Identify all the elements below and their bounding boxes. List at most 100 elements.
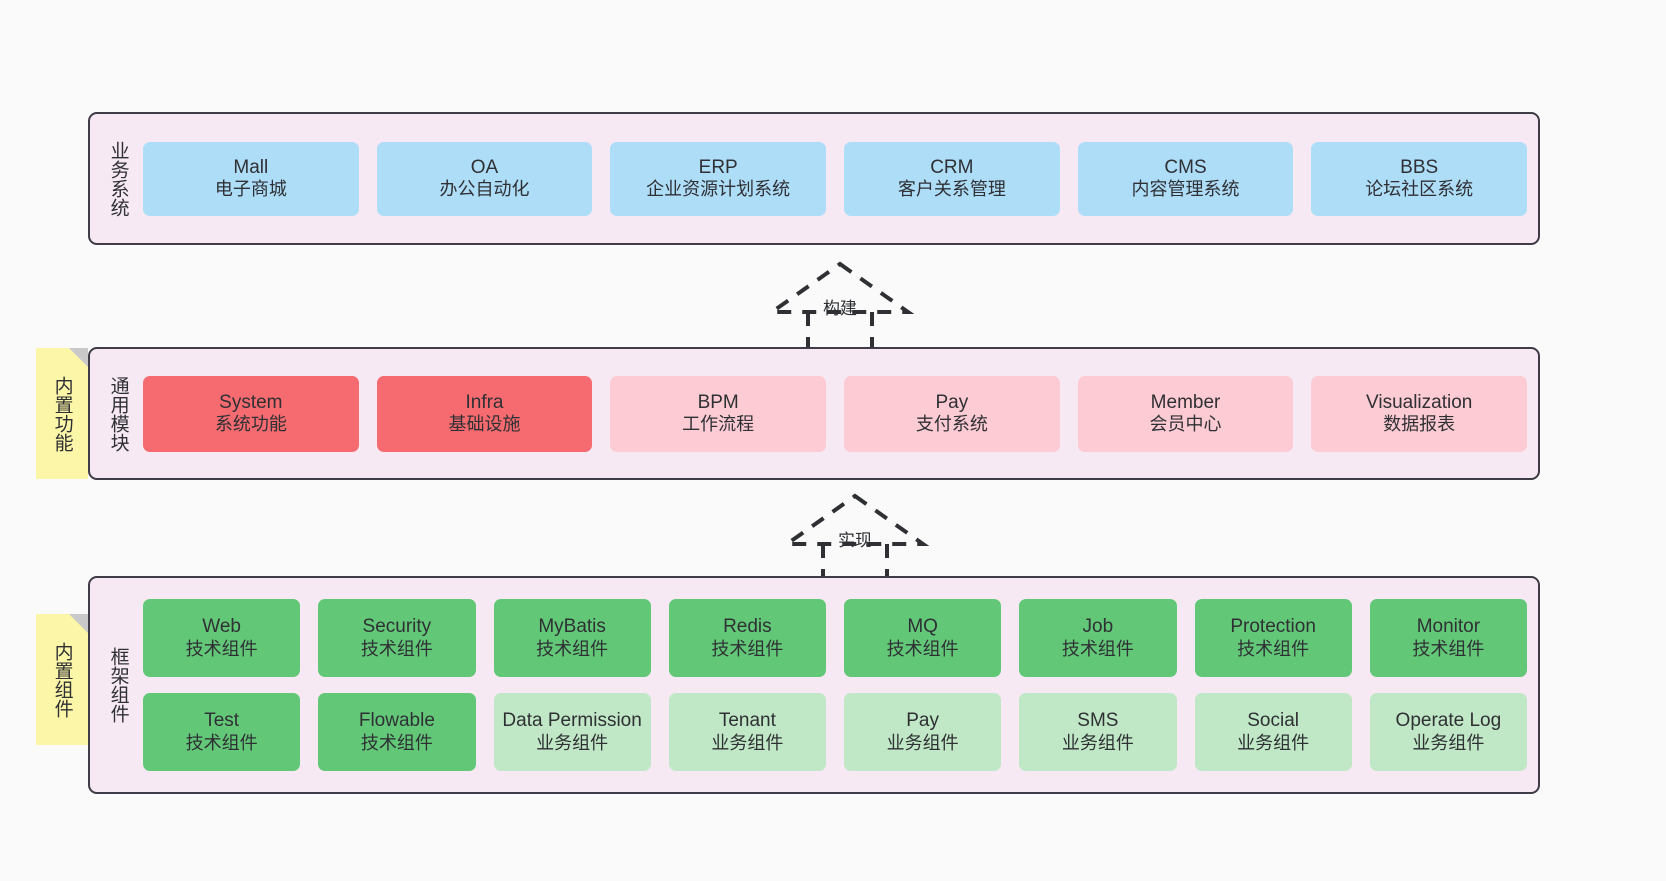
card-crm[interactable]: CRM 客户关系管理 bbox=[844, 141, 1060, 216]
card-pay[interactable]: Pay 支付系统 bbox=[844, 375, 1060, 452]
sticky-fold-corner-icon bbox=[69, 614, 88, 633]
card-title: Flowable bbox=[358, 710, 435, 732]
card-title: Test bbox=[204, 710, 240, 732]
layer-title-business: 业务系统 bbox=[107, 140, 129, 217]
card-title: Protection bbox=[1230, 616, 1316, 638]
card-subtitle: 工作流程 bbox=[682, 414, 755, 435]
card-subtitle: 业务组件 bbox=[1237, 732, 1310, 753]
card-title: Visualization bbox=[1366, 391, 1473, 413]
sticky-note-builtin-components: 内置组件 bbox=[36, 614, 88, 745]
card-subtitle: 论坛社区系统 bbox=[1365, 179, 1474, 200]
card-bbs[interactable]: BBS 论坛社区系统 bbox=[1311, 141, 1528, 216]
sticky-fold-corner-icon bbox=[69, 348, 88, 367]
generalization-arrowhead-icon bbox=[765, 261, 915, 314]
layer-common-modules: 通用模块 System 系统功能 Infra 基础设施 BPM 工作流程 Pay… bbox=[88, 347, 1540, 480]
card-pay-component[interactable]: Pay 业务组件 bbox=[844, 693, 1002, 771]
card-row: Mall 电子商城 OA 办公自动化 ERP 企业资源计划系统 CRM 客户关系… bbox=[143, 141, 1528, 216]
card-subtitle: 电子商城 bbox=[214, 179, 287, 200]
card-title: Pay bbox=[935, 391, 969, 413]
card-title: System bbox=[219, 391, 283, 413]
card-sms[interactable]: SMS 业务组件 bbox=[1019, 693, 1177, 771]
card-subtitle: 业务组件 bbox=[711, 732, 784, 753]
card-title: ERP bbox=[698, 156, 738, 178]
card-monitor[interactable]: Monitor 技术组件 bbox=[1369, 599, 1527, 677]
card-mq[interactable]: MQ 技术组件 bbox=[844, 599, 1002, 677]
card-title: Pay bbox=[906, 710, 939, 732]
layer-title-frame: 框架组件 bbox=[107, 647, 129, 723]
card-job[interactable]: Job 技术组件 bbox=[1019, 599, 1177, 677]
card-subtitle: 会员中心 bbox=[1149, 414, 1222, 435]
card-subtitle: 技术组件 bbox=[886, 638, 959, 659]
card-subtitle: 业务组件 bbox=[1412, 732, 1485, 753]
card-subtitle: 客户关系管理 bbox=[897, 179, 1006, 200]
card-data-permission[interactable]: Data Permission 业务组件 bbox=[493, 693, 651, 771]
card-title: CRM bbox=[930, 156, 974, 178]
card-bpm[interactable]: BPM 工作流程 bbox=[610, 375, 827, 452]
card-subtitle: 内容管理系统 bbox=[1131, 179, 1240, 200]
card-title: CMS bbox=[1164, 156, 1207, 178]
card-infra[interactable]: Infra 基础设施 bbox=[376, 375, 593, 452]
card-row: Test 技术组件 Flowable 技术组件 Data Permission … bbox=[143, 693, 1527, 771]
card-subtitle: 基础设施 bbox=[448, 414, 521, 435]
card-flowable[interactable]: Flowable 技术组件 bbox=[318, 693, 476, 771]
layer-title-common: 通用模块 bbox=[107, 375, 129, 452]
card-system[interactable]: System 系统功能 bbox=[143, 375, 359, 452]
card-title: BBS bbox=[1400, 156, 1439, 178]
connector-label-build: 构建 bbox=[823, 299, 857, 318]
card-mybatis[interactable]: MyBatis 技术组件 bbox=[493, 599, 651, 677]
card-subtitle: 办公自动化 bbox=[439, 179, 530, 200]
card-social[interactable]: Social 业务组件 bbox=[1194, 693, 1352, 771]
card-title: Monitor bbox=[1416, 616, 1481, 638]
card-subtitle: 技术组件 bbox=[185, 732, 258, 753]
card-title: SMS bbox=[1077, 710, 1119, 732]
card-title: Web bbox=[202, 616, 241, 638]
card-row: Web 技术组件 Security 技术组件 MyBatis 技术组件 Redi… bbox=[143, 599, 1527, 677]
card-test[interactable]: Test 技术组件 bbox=[143, 693, 301, 771]
card-title: Redis bbox=[723, 616, 772, 638]
card-security[interactable]: Security 技术组件 bbox=[318, 599, 476, 677]
card-title: MyBatis bbox=[538, 616, 606, 638]
card-subtitle: 企业资源计划系统 bbox=[646, 179, 791, 200]
card-title: Social bbox=[1247, 710, 1299, 732]
card-erp[interactable]: ERP 企业资源计划系统 bbox=[610, 141, 827, 216]
card-subtitle: 技术组件 bbox=[711, 638, 784, 659]
card-operate-log[interactable]: Operate Log 业务组件 bbox=[1369, 693, 1527, 771]
card-subtitle: 技术组件 bbox=[1412, 638, 1485, 659]
card-title: Mall bbox=[233, 156, 269, 178]
card-redis[interactable]: Redis 技术组件 bbox=[668, 599, 826, 677]
generalization-arrowhead-icon bbox=[780, 493, 930, 546]
card-subtitle: 系统功能 bbox=[214, 414, 287, 435]
card-subtitle: 技术组件 bbox=[360, 638, 433, 659]
card-oa[interactable]: OA 办公自动化 bbox=[376, 141, 593, 216]
layer-business-systems: 业务系统 Mall 电子商城 OA 办公自动化 ERP 企业资源计划系统 CRM… bbox=[88, 112, 1540, 245]
card-subtitle: 技术组件 bbox=[360, 732, 433, 753]
card-subtitle: 业务组件 bbox=[1061, 732, 1134, 753]
card-subtitle: 技术组件 bbox=[1237, 638, 1310, 659]
connector-implement: 实现 bbox=[775, 490, 935, 582]
card-title: BPM bbox=[697, 391, 739, 413]
card-cms[interactable]: CMS 内容管理系统 bbox=[1077, 141, 1294, 216]
card-subtitle: 业务组件 bbox=[536, 732, 609, 753]
card-subtitle: 技术组件 bbox=[536, 638, 609, 659]
card-protection[interactable]: Protection 技术组件 bbox=[1194, 599, 1352, 677]
card-title: Job bbox=[1082, 616, 1114, 638]
card-title: Security bbox=[362, 616, 432, 638]
card-title: MQ bbox=[907, 616, 938, 638]
card-tenant[interactable]: Tenant 业务组件 bbox=[668, 693, 826, 771]
connector-build: 构建 bbox=[760, 258, 920, 350]
card-title: Infra bbox=[465, 391, 504, 413]
card-subtitle: 技术组件 bbox=[185, 638, 258, 659]
card-mall[interactable]: Mall 电子商城 bbox=[143, 141, 359, 216]
layer-framework-components: 框架组件 Web 技术组件 Security 技术组件 MyBatis 技术组件… bbox=[88, 576, 1540, 794]
sticky-note-builtin-features: 内置功能 bbox=[36, 348, 88, 479]
card-member[interactable]: Member 会员中心 bbox=[1077, 375, 1294, 452]
card-visualization[interactable]: Visualization 数据报表 bbox=[1311, 375, 1528, 452]
card-subtitle: 数据报表 bbox=[1383, 414, 1456, 435]
connector-label-implement: 实现 bbox=[838, 531, 872, 550]
card-web[interactable]: Web 技术组件 bbox=[143, 599, 301, 677]
card-title: Data Permission bbox=[502, 710, 642, 732]
sticky-note-label: 内置组件 bbox=[51, 641, 73, 718]
card-title: OA bbox=[470, 156, 499, 178]
card-subtitle: 业务组件 bbox=[886, 732, 959, 753]
sticky-note-label: 内置功能 bbox=[51, 375, 73, 452]
